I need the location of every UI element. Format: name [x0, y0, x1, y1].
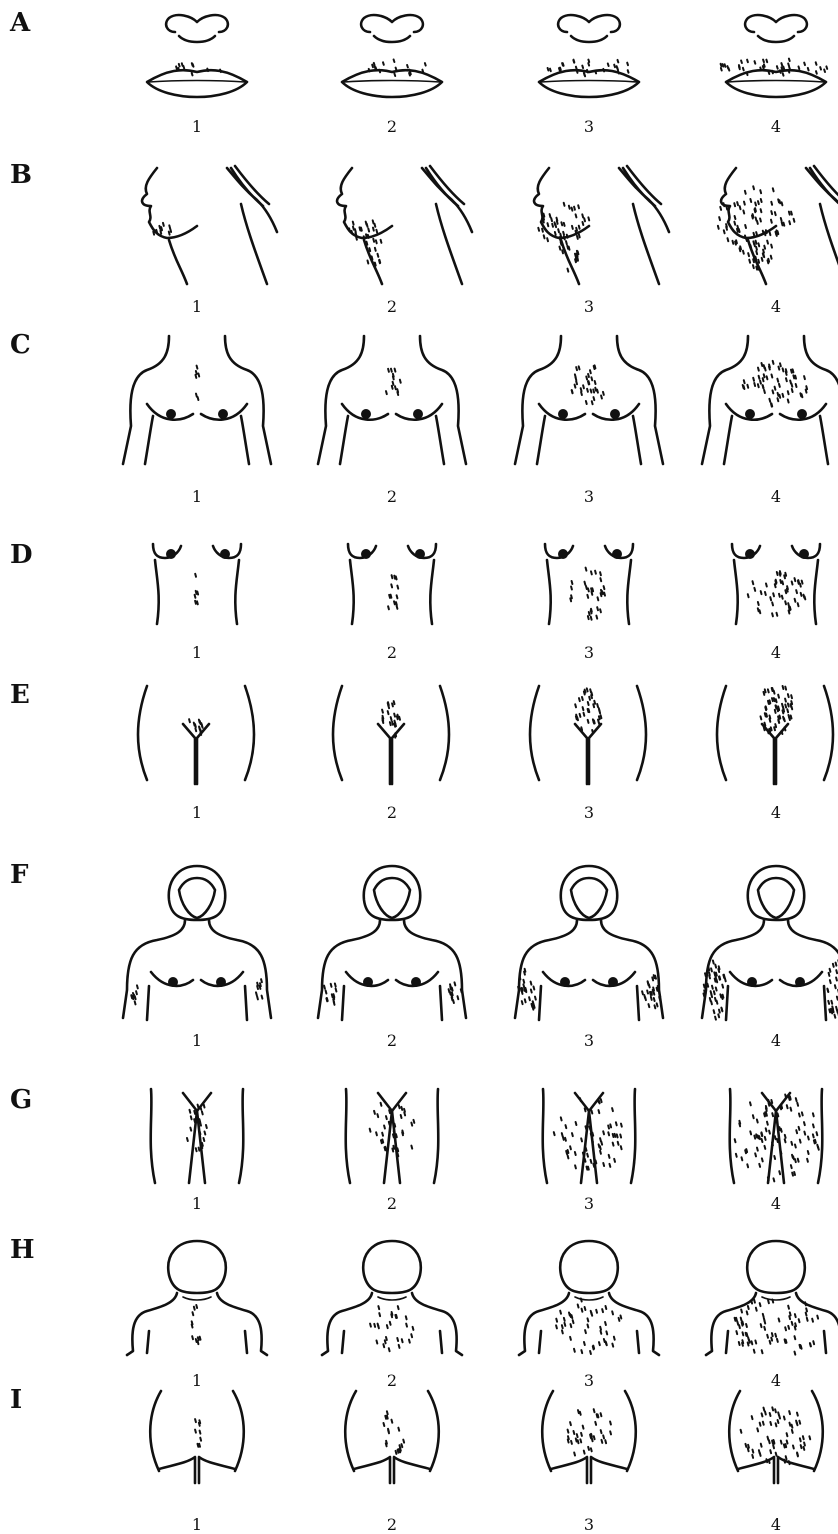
grade-2-drawing [297, 860, 487, 1025]
grade-4-drawing [681, 680, 838, 790]
row-letter: E [10, 680, 30, 710]
grade-number: 2 [372, 487, 412, 506]
row-letter: I [10, 1385, 22, 1415]
grade-number: 1 [177, 1194, 217, 1213]
grade-1-drawing [102, 540, 292, 635]
grade-4-drawing [681, 10, 838, 105]
grade-number: 3 [569, 487, 609, 506]
grade-number: 1 [177, 643, 217, 662]
grade-4-drawing [681, 1385, 838, 1490]
grade-number: 4 [756, 1515, 796, 1534]
grade-number: 2 [372, 643, 412, 662]
grade-number: 1 [177, 117, 217, 136]
grade-3-drawing [494, 1085, 684, 1190]
grade-4-drawing [681, 330, 838, 480]
grade-number: 3 [569, 1031, 609, 1050]
grade-2-drawing [297, 540, 487, 635]
row-d-upper-abdomen: D [0, 540, 838, 635]
row-letter: A [10, 8, 30, 38]
grade-1-drawing [102, 160, 292, 290]
grade-number: 3 [569, 1515, 609, 1534]
grade-number: 4 [756, 487, 796, 506]
row-b-chin: B [0, 160, 838, 290]
grade-number: 1 [177, 1515, 217, 1534]
grade-1-drawing [102, 860, 292, 1025]
grade-number: 2 [372, 803, 412, 822]
grade-number: 1 [177, 803, 217, 822]
grade-number: 2 [372, 1031, 412, 1050]
grade-3-drawing [494, 10, 684, 105]
grade-3-drawing [494, 1235, 684, 1360]
grade-number: 1 [177, 487, 217, 506]
grade-1-drawing [102, 10, 292, 105]
row-c-chest: C [0, 330, 838, 480]
row-i-lower-back: I [0, 1385, 838, 1490]
grade-number: 3 [569, 297, 609, 316]
grade-1-drawing [102, 330, 292, 480]
row-f-upper-arm: F [0, 860, 838, 1020]
grade-3-drawing [494, 160, 684, 290]
row-h-upper-back: H [0, 1235, 838, 1355]
grade-3-drawing [494, 330, 684, 480]
grade-number: 4 [756, 1031, 796, 1050]
grade-number: 3 [569, 803, 609, 822]
grade-number: 3 [569, 643, 609, 662]
grade-3-drawing [494, 860, 684, 1025]
grade-number: 4 [756, 1194, 796, 1213]
grade-1-drawing [102, 680, 292, 790]
grade-number: 3 [569, 117, 609, 136]
grade-1-drawing [102, 1085, 292, 1190]
grade-number: 4 [756, 117, 796, 136]
grade-2-drawing [297, 1235, 487, 1360]
row-e-lower-abdomen: E [0, 680, 838, 790]
grade-number: 1 [177, 297, 217, 316]
grade-number: 2 [372, 1194, 412, 1213]
grade-number: 4 [756, 803, 796, 822]
row-letter: D [10, 540, 33, 570]
row-letter: F [10, 860, 28, 890]
grade-number: 2 [372, 1515, 412, 1534]
grade-3-drawing [494, 540, 684, 635]
row-g-thigh: G [0, 1085, 838, 1190]
grade-1-drawing [102, 1385, 292, 1490]
grade-number: 4 [756, 643, 796, 662]
row-letter: G [10, 1085, 32, 1115]
grade-number: 3 [569, 1194, 609, 1213]
grade-3-drawing [494, 1385, 684, 1490]
grade-2-drawing [297, 160, 487, 290]
row-a-upper-lip: A [0, 10, 838, 105]
row-letter: C [10, 330, 31, 360]
grade-number: 2 [372, 117, 412, 136]
row-letter: B [10, 160, 32, 190]
grade-2-drawing [297, 1085, 487, 1190]
grade-number: 2 [372, 297, 412, 316]
grade-3-drawing [494, 680, 684, 790]
grade-4-drawing [681, 1235, 838, 1360]
grade-4-drawing [681, 160, 838, 290]
grade-2-drawing [297, 10, 487, 105]
grade-2-drawing [297, 330, 487, 480]
grade-4-drawing [681, 1085, 838, 1190]
row-letter: H [10, 1235, 35, 1265]
grade-4-drawing [681, 860, 838, 1025]
grade-4-drawing [681, 540, 838, 635]
grade-number: 4 [756, 297, 796, 316]
grade-number: 1 [177, 1031, 217, 1050]
grade-2-drawing [297, 1385, 487, 1490]
grade-2-drawing [297, 680, 487, 790]
grade-1-drawing [102, 1235, 292, 1360]
